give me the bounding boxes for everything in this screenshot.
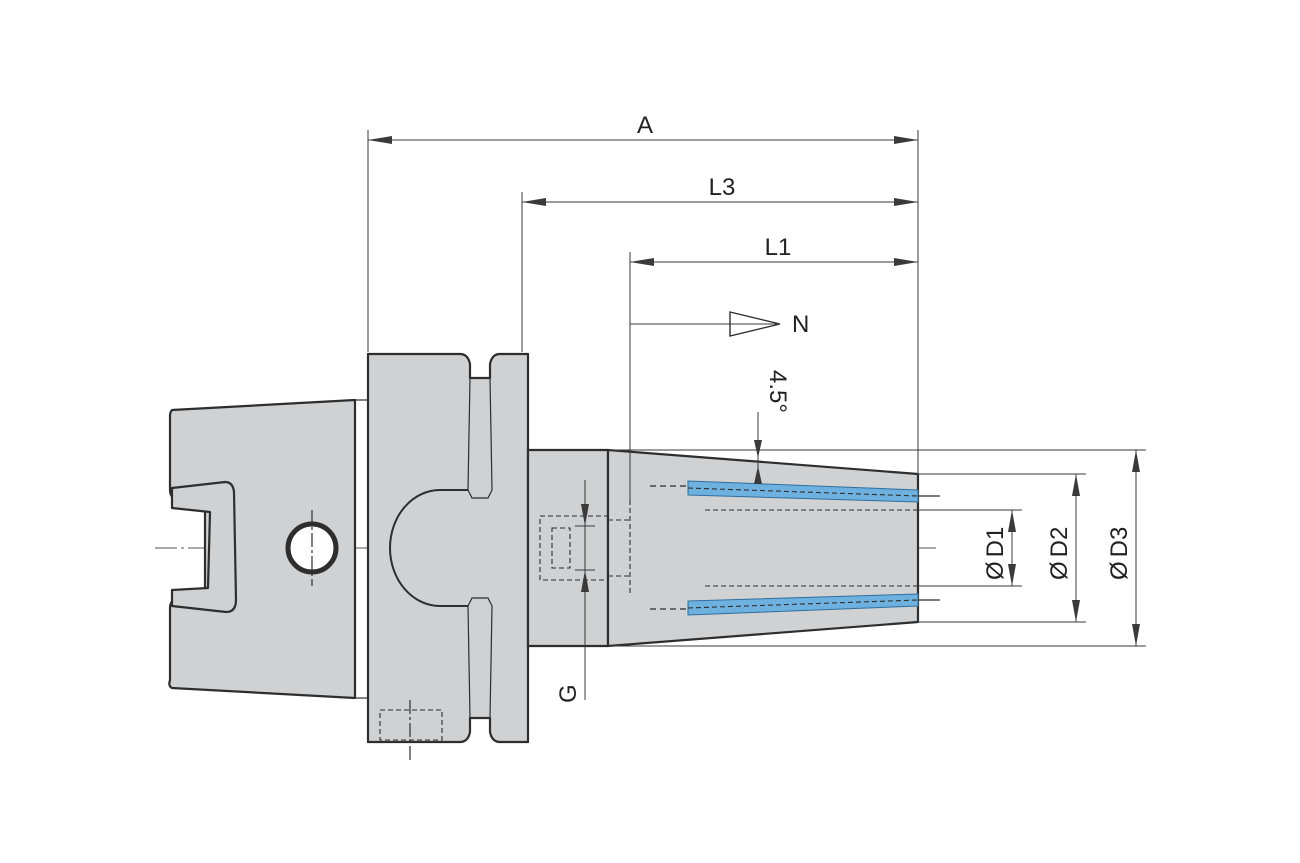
- coolant-dash-upper: [687, 487, 919, 497]
- setting-screw-head: [551, 527, 571, 569]
- label-D3: Ø D3: [1106, 527, 1133, 580]
- arrow-D1-top: [1008, 510, 1016, 532]
- drive-slot: [170, 480, 238, 614]
- label-D1: Ø D1: [982, 527, 1009, 580]
- diameter-symbol-D2: Ø: [1046, 561, 1073, 580]
- arrow-G-top: [581, 504, 589, 526]
- setting-screw-hidden: [539, 515, 609, 581]
- arrow-D1-bottom: [1008, 564, 1016, 586]
- shrink-nose: [606, 448, 920, 648]
- label-G: G: [555, 684, 582, 703]
- diameter-symbol-D1: Ø: [982, 561, 1009, 580]
- label-L3: L3: [709, 174, 736, 201]
- label-D2-text: D2: [1046, 527, 1073, 558]
- angle-arrow-top: [754, 440, 762, 458]
- groove-upper: [467, 377, 493, 499]
- label-D2: Ø D2: [1046, 527, 1073, 580]
- arrow-L3-right: [894, 198, 918, 206]
- arrow-L3-left: [522, 198, 546, 206]
- label-D3-text: D3: [1106, 527, 1133, 558]
- arrow-D2-top: [1072, 474, 1080, 496]
- label-L1: L1: [765, 234, 792, 261]
- diameter-symbol-D3: Ø: [1106, 561, 1133, 580]
- arrow-D3-bottom: [1132, 624, 1140, 646]
- arrow-D2-bottom: [1072, 600, 1080, 622]
- arrow-A-right: [894, 136, 918, 144]
- coolant-dash-lower: [687, 599, 919, 609]
- angle-arrow-bottom: [754, 466, 762, 484]
- label-N: N: [792, 311, 809, 338]
- coolant-tube-hidden: [379, 709, 443, 741]
- label-A: A: [637, 112, 653, 139]
- arrow-L1-right: [894, 258, 918, 266]
- label-angle: 4.5°: [764, 370, 791, 413]
- label-D1-text: D1: [982, 527, 1009, 558]
- arrow-G-bottom: [581, 570, 589, 592]
- arrow-L1-left: [630, 258, 654, 266]
- arrow-A-left: [368, 136, 392, 144]
- gripper-recess: [389, 489, 468, 607]
- arrow-D3-top: [1132, 450, 1140, 472]
- groove-lower: [467, 597, 493, 719]
